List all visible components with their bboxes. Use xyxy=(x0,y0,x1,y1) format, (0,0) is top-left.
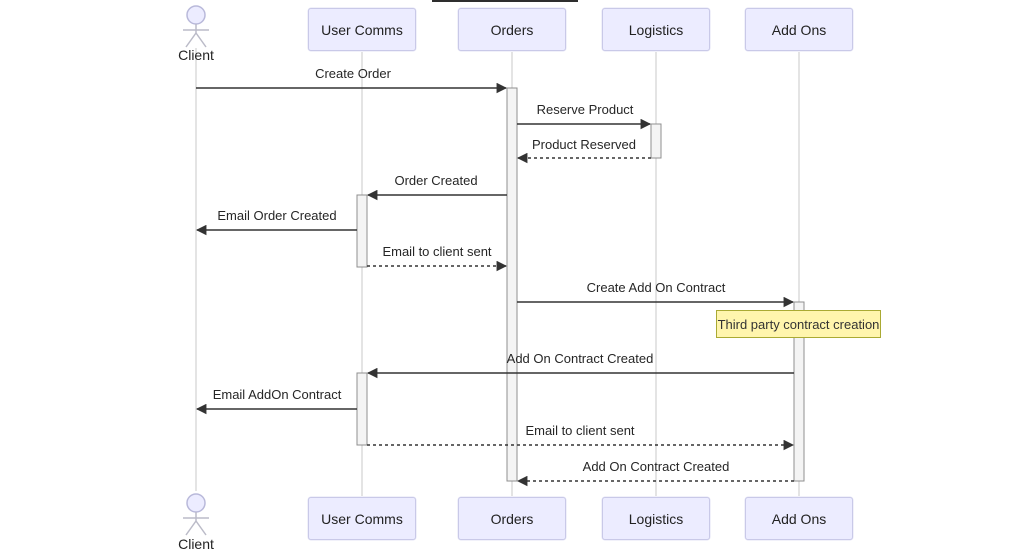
message-arrows xyxy=(195,82,795,487)
participant-add-ons-bottom: Add Ons xyxy=(745,497,853,540)
participant-logistics-bottom: Logistics xyxy=(602,497,710,540)
message-label-add-on-contract-created-return: Add On Contract Created xyxy=(582,459,730,474)
activation-bars xyxy=(356,87,805,482)
message-label-email-addon-contract: Email AddOn Contract xyxy=(212,387,342,402)
participant-orders-bottom: Orders xyxy=(458,497,566,540)
participant-add-ons-top: Add Ons xyxy=(745,8,853,51)
message-label-email-to-client-sent-2: Email to client sent xyxy=(525,423,635,438)
activation-logistics xyxy=(650,123,662,159)
actor-leg-left xyxy=(185,520,197,536)
actor-label-client-bottom: Client xyxy=(178,536,214,550)
activation-add-ons xyxy=(793,301,805,482)
participant-orders-top: Orders xyxy=(458,8,566,51)
actor-leg-right xyxy=(195,520,207,536)
activation-user-comms-1 xyxy=(356,194,368,268)
actor-client-top xyxy=(183,5,209,48)
activation-user-comms-2 xyxy=(356,372,368,446)
participant-user-comms-bottom: User Comms xyxy=(308,497,416,540)
message-label-email-to-client-sent-1: Email to client sent xyxy=(382,244,492,259)
lifelines xyxy=(195,48,800,496)
actor-head xyxy=(186,493,206,513)
activation-orders xyxy=(506,87,518,482)
note-third-party-contract: Third party contract creation xyxy=(716,310,881,338)
actor-leg-right xyxy=(195,32,207,48)
message-label-order-created: Order Created xyxy=(394,173,478,188)
participant-logistics-top: Logistics xyxy=(602,8,710,51)
message-label-create-order: Create Order xyxy=(315,66,391,81)
participant-user-comms-top: User Comms xyxy=(308,8,416,51)
top-crop-artifact xyxy=(432,0,578,2)
message-label-create-add-on-contract: Create Add On Contract xyxy=(586,280,726,295)
actor-leg-left xyxy=(185,32,197,48)
actor-head xyxy=(186,5,206,25)
actor-label-client-top: Client xyxy=(178,47,214,63)
message-label-reserve-product: Reserve Product xyxy=(536,102,634,117)
actor-client-bottom xyxy=(183,493,209,536)
message-label-email-order-created: Email Order Created xyxy=(217,208,337,223)
message-label-add-on-contract-created: Add On Contract Created xyxy=(506,351,654,366)
message-label-product-reserved: Product Reserved xyxy=(531,137,637,152)
